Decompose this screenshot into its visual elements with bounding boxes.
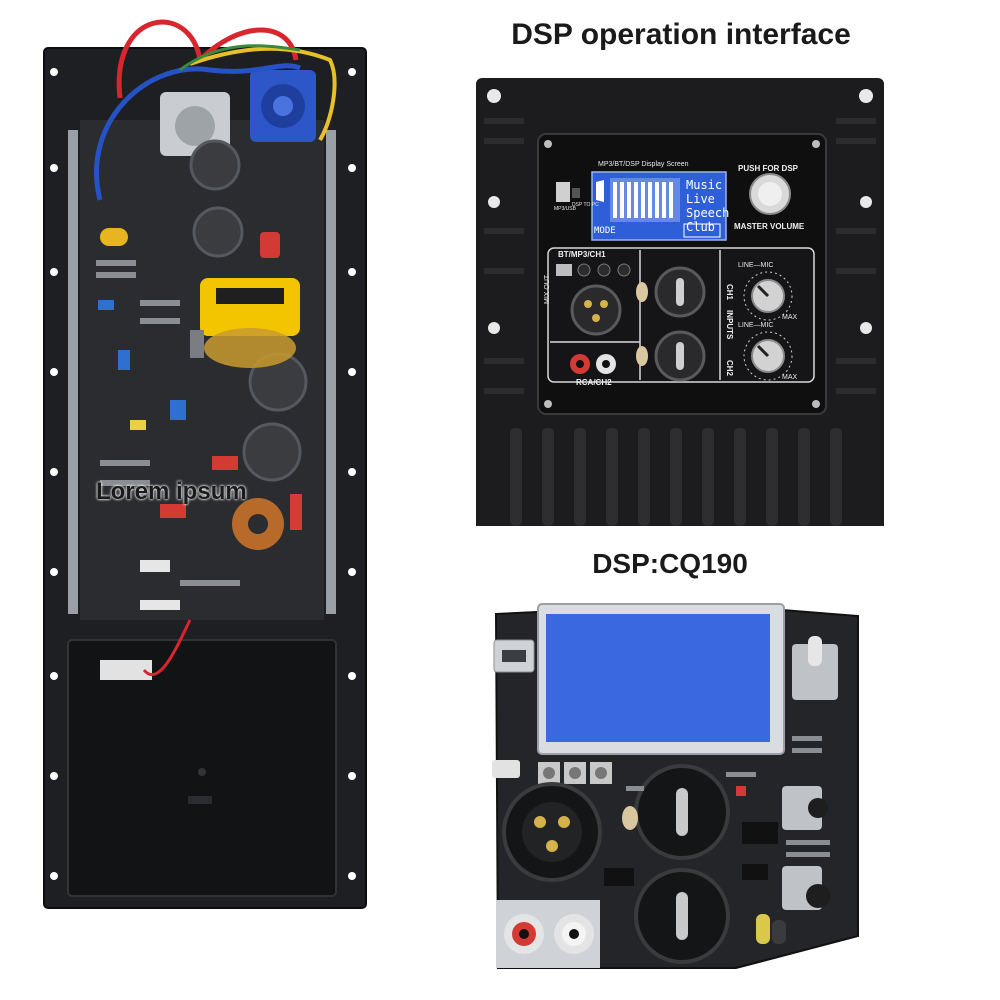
lcd-line-club: Club (686, 220, 715, 234)
lcd-line-speech: Speech (686, 206, 730, 220)
pc-label: DSP TO PC (572, 202, 599, 208)
lcd-line-music: Music (686, 178, 723, 192)
max-label-2: MAX (782, 374, 798, 381)
panel-fins (484, 89, 876, 526)
inputs-label: INPUTS (725, 310, 734, 340)
amplifier-board-photo (43, 19, 367, 909)
push-label: PUSH FOR DSP (738, 164, 799, 173)
max-label-1: MAX (782, 314, 798, 321)
lcd-line-live: Live (686, 192, 715, 206)
usb-label: MP3/USB (554, 206, 576, 212)
lcd-mode: MODE (594, 226, 616, 236)
dsp-panel-photo: MP3/BT/DSP Display Screen MP3/USB DSP TO… (476, 78, 884, 526)
dsp-board-photo (492, 602, 859, 969)
rca-label: RCA/CH2 (576, 378, 612, 387)
line-mic-label-2: LINE—MIC (738, 322, 774, 329)
line-mic-label-1: LINE—MIC (738, 262, 774, 269)
master-volume-label: MASTER VOLUME (734, 222, 805, 231)
interface-title: DSP operation interface (511, 18, 851, 51)
watermark-text: Lorem ipsum (96, 478, 247, 505)
bt-label: BT/MP3/CH1 (558, 250, 606, 259)
mix-out-label: MIX OUT (544, 274, 551, 304)
ch1-label: CH1 (725, 284, 734, 301)
screen-caption: MP3/BT/DSP Display Screen (598, 161, 689, 168)
lcd-menu: Music Live Speech Club (686, 178, 729, 234)
model-title: DSP:CQ190 (592, 548, 748, 579)
ch2-label: CH2 (725, 360, 734, 377)
